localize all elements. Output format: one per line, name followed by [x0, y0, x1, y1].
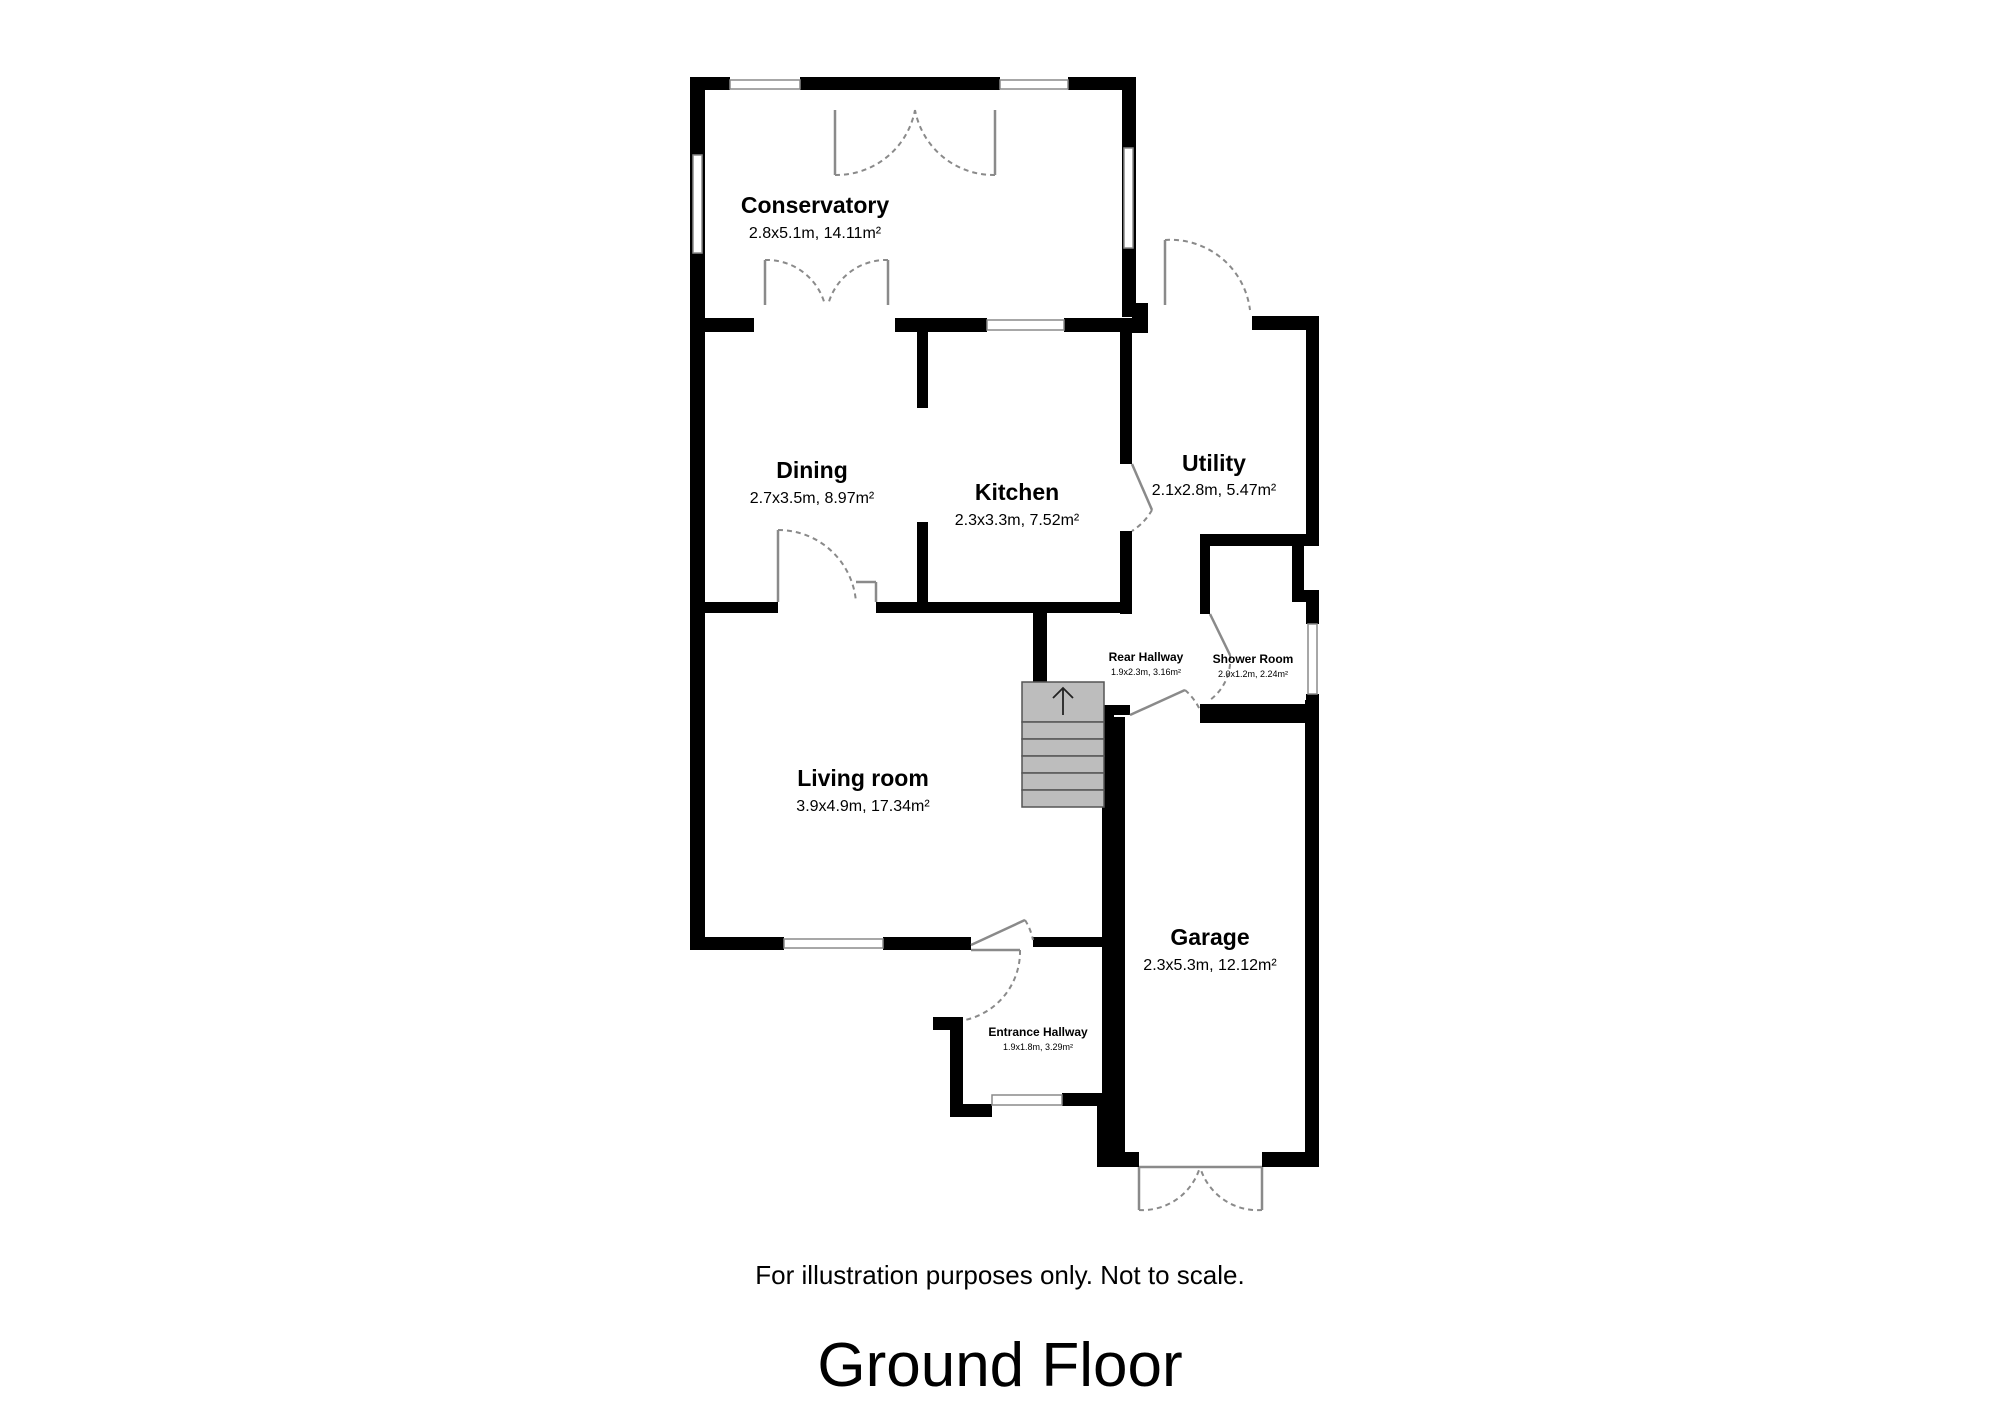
staircase — [1021, 681, 1105, 808]
wall-shower-bottom — [1200, 704, 1318, 719]
wall-garage-bottom-left — [1097, 1152, 1139, 1167]
wall-garage-left-step — [1097, 1100, 1114, 1167]
dining-dims: 2.7x3.5m, 8.97m² — [750, 490, 875, 507]
window-conservatory-left — [692, 154, 703, 254]
window-conservatory-top-left — [729, 79, 801, 90]
garage-name: Garage — [1170, 924, 1249, 950]
wall-dining-kitchen-upper — [917, 332, 928, 408]
wall-stair-left — [1033, 612, 1047, 687]
wall-entrance-bottom-left — [950, 1104, 992, 1117]
wall-dining-left — [690, 318, 705, 948]
shower-room-dims: 2.0x1.2m, 2.24m² — [1218, 669, 1288, 679]
wall-shower-right-upper — [1292, 534, 1304, 594]
utility-dims: 2.1x2.8m, 5.47m² — [1152, 482, 1277, 499]
conservatory-name: Conservatory — [741, 192, 889, 218]
window-shower-right — [1307, 623, 1318, 695]
windows — [692, 79, 1318, 1106]
wall-entrance-bottom-right — [1062, 1093, 1105, 1106]
wall-kitchen-right-lower — [1120, 531, 1132, 614]
rear-hallway-dims: 1.9x2.3m, 3.16m² — [1111, 667, 1181, 677]
wall-dining-kitchen-lower — [917, 522, 928, 604]
garage-dims: 2.3x5.3m, 12.12m² — [1143, 957, 1277, 974]
wall-living-right — [1102, 705, 1114, 950]
wall-garage-left — [1112, 717, 1125, 1153]
wall-conservatory-bottom-right — [1064, 318, 1136, 332]
disclaimer-note: For illustration purposes only. Not to s… — [755, 1260, 1245, 1290]
kitchen-dims: 2.3x3.3m, 7.52m² — [955, 512, 1080, 529]
shower-room-name: Shower Room — [1213, 652, 1294, 666]
wall-kitchen-right-upper — [1120, 318, 1132, 464]
window-kitchen-top — [986, 319, 1065, 331]
stair-step-5 — [1021, 789, 1105, 808]
stair-step-2 — [1021, 738, 1105, 757]
wall-conservatory-bottom-mid — [895, 318, 987, 332]
wall-conservatory-top-left — [690, 77, 730, 90]
wall-utility-top — [1252, 316, 1319, 330]
entrance-hallway-name: Entrance Hallway — [988, 1025, 1088, 1039]
wall-shower-top — [1200, 534, 1318, 546]
wall-utility-right — [1306, 316, 1319, 546]
room-labels: Conservatory 2.8x5.1m, 14.11m² Dining 2.… — [741, 192, 1293, 1052]
wall-living-bottom-left — [690, 937, 784, 950]
living-room-dims: 3.9x4.9m, 17.34m² — [796, 798, 930, 815]
stair-direction-arrow-icon — [1052, 686, 1074, 715]
floor-title: Ground Floor — [817, 1331, 1183, 1400]
living-room-name: Living room — [797, 765, 929, 791]
wall-shower-left — [1200, 534, 1210, 614]
window-entrance-bottom — [991, 1094, 1063, 1106]
entrance-hallway-dims: 1.9x1.8m, 3.29m² — [1003, 1042, 1073, 1052]
rear-hallway-name: Rear Hallway — [1109, 650, 1184, 664]
wall-garage-right — [1305, 700, 1319, 1167]
wall-shower-right-bottom — [1306, 694, 1319, 719]
wall-dining-bottom-right — [876, 602, 1132, 613]
window-conservatory-right — [1123, 147, 1134, 249]
wall-entrance-left — [950, 1017, 963, 1117]
stair-step-4 — [1021, 772, 1105, 791]
kitchen-name: Kitchen — [975, 479, 1059, 505]
walls — [690, 77, 1319, 1167]
window-conservatory-top-right — [999, 79, 1069, 90]
wall-dining-bottom-left — [690, 602, 778, 613]
utility-name: Utility — [1182, 450, 1246, 476]
wall-conservatory-top-mid — [800, 77, 1000, 90]
wall-shower-right-lower — [1306, 590, 1319, 624]
wall-entrance-right — [1102, 940, 1115, 1102]
stair-step-3 — [1021, 755, 1105, 774]
stair-step-1 — [1021, 721, 1105, 740]
conservatory-dims: 2.8x5.1m, 14.11m² — [749, 225, 882, 242]
wall-utility-left-upper — [1132, 303, 1148, 333]
wall-living-bottom-mid — [883, 937, 971, 950]
doors — [763, 109, 1264, 1212]
wall-living-bottom-right — [1033, 937, 1113, 947]
window-living-bottom — [783, 938, 884, 949]
wall-conservatory-bottom-left — [690, 318, 754, 332]
wall-garage-bottom-right — [1262, 1152, 1319, 1167]
wall-conservatory-top-right — [1068, 77, 1135, 90]
dining-name: Dining — [776, 457, 848, 483]
wall-hall-stub — [1112, 705, 1130, 715]
